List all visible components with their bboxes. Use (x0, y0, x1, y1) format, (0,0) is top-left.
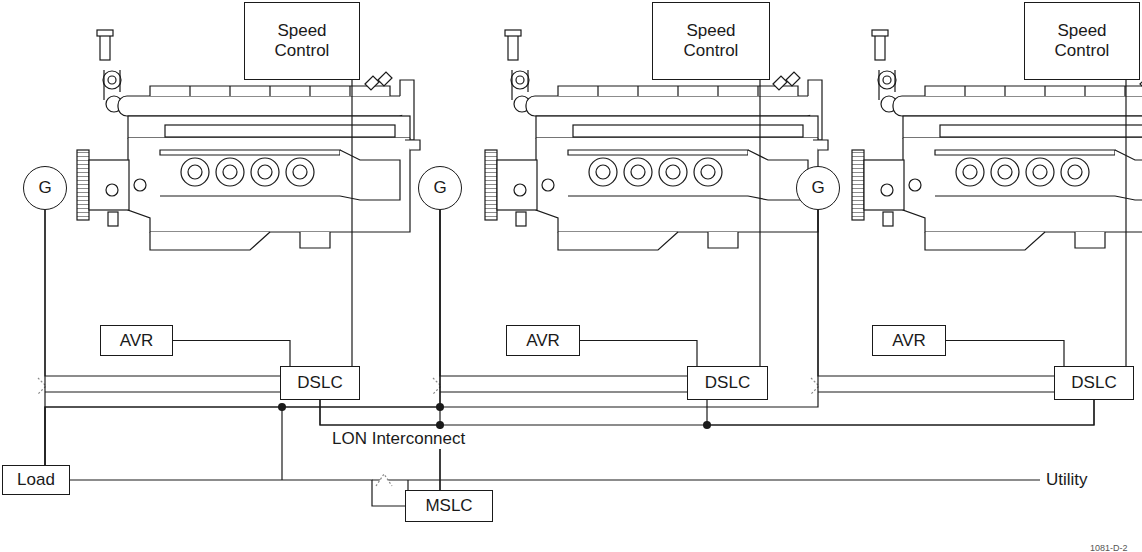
generator-circle: G (418, 166, 462, 210)
node-text: Speed Control (675, 21, 747, 61)
dslc-box: DSLC (1054, 366, 1134, 400)
node-text: AVR (120, 331, 154, 351)
wire-connector (580, 341, 697, 367)
node-text: DSLC (705, 373, 750, 393)
utility-label: Utility (1044, 470, 1090, 490)
wire-connector (818, 210, 1054, 376)
node-text: Load (17, 470, 55, 490)
node-text: AVR (892, 331, 926, 351)
wire-connector (70, 480, 405, 506)
wire-connector (351, 80, 352, 366)
node-text: G (433, 178, 446, 198)
wire-connector (1125, 80, 1126, 366)
bus-label: LON Interconnect (330, 429, 467, 449)
drawing-number: 1081-D-2 (1088, 538, 1130, 552)
avr-box: AVR (100, 325, 173, 356)
junction-dot (278, 403, 286, 411)
mslc-box: MSLC (405, 490, 493, 522)
avr-box: AVR (506, 325, 580, 356)
wire-connector (45, 210, 440, 465)
wire-connector (45, 210, 818, 465)
speed-control-box: Speed Control (1024, 2, 1140, 80)
speed-control-box: Speed Control (652, 2, 770, 80)
avr-box: AVR (872, 325, 946, 356)
wire-connector (707, 400, 1094, 425)
node-text: MSLC (425, 496, 472, 516)
generator-circle: G (23, 166, 67, 210)
wire-connector (440, 210, 687, 376)
junction-dot (703, 421, 711, 429)
node-text: G (38, 178, 51, 198)
dslc-box: DSLC (280, 366, 360, 400)
node-text: G (811, 178, 824, 198)
wire-connector (759, 80, 760, 366)
load-box: Load (2, 465, 70, 495)
junction-dot (436, 421, 444, 429)
node-text: DSLC (1071, 373, 1116, 393)
node-text: Speed Control (1046, 21, 1118, 61)
wire-connector (946, 341, 1064, 367)
generator-circle: G (796, 166, 840, 210)
wire-connector (173, 341, 290, 367)
node-text: DSLC (297, 373, 342, 393)
dslc-box: DSLC (687, 366, 768, 400)
node-text: AVR (526, 331, 560, 351)
speed-control-box: Speed Control (244, 2, 360, 80)
wire-connector (45, 210, 280, 376)
node-text: Speed Control (266, 21, 338, 61)
junction-dot (436, 403, 444, 411)
